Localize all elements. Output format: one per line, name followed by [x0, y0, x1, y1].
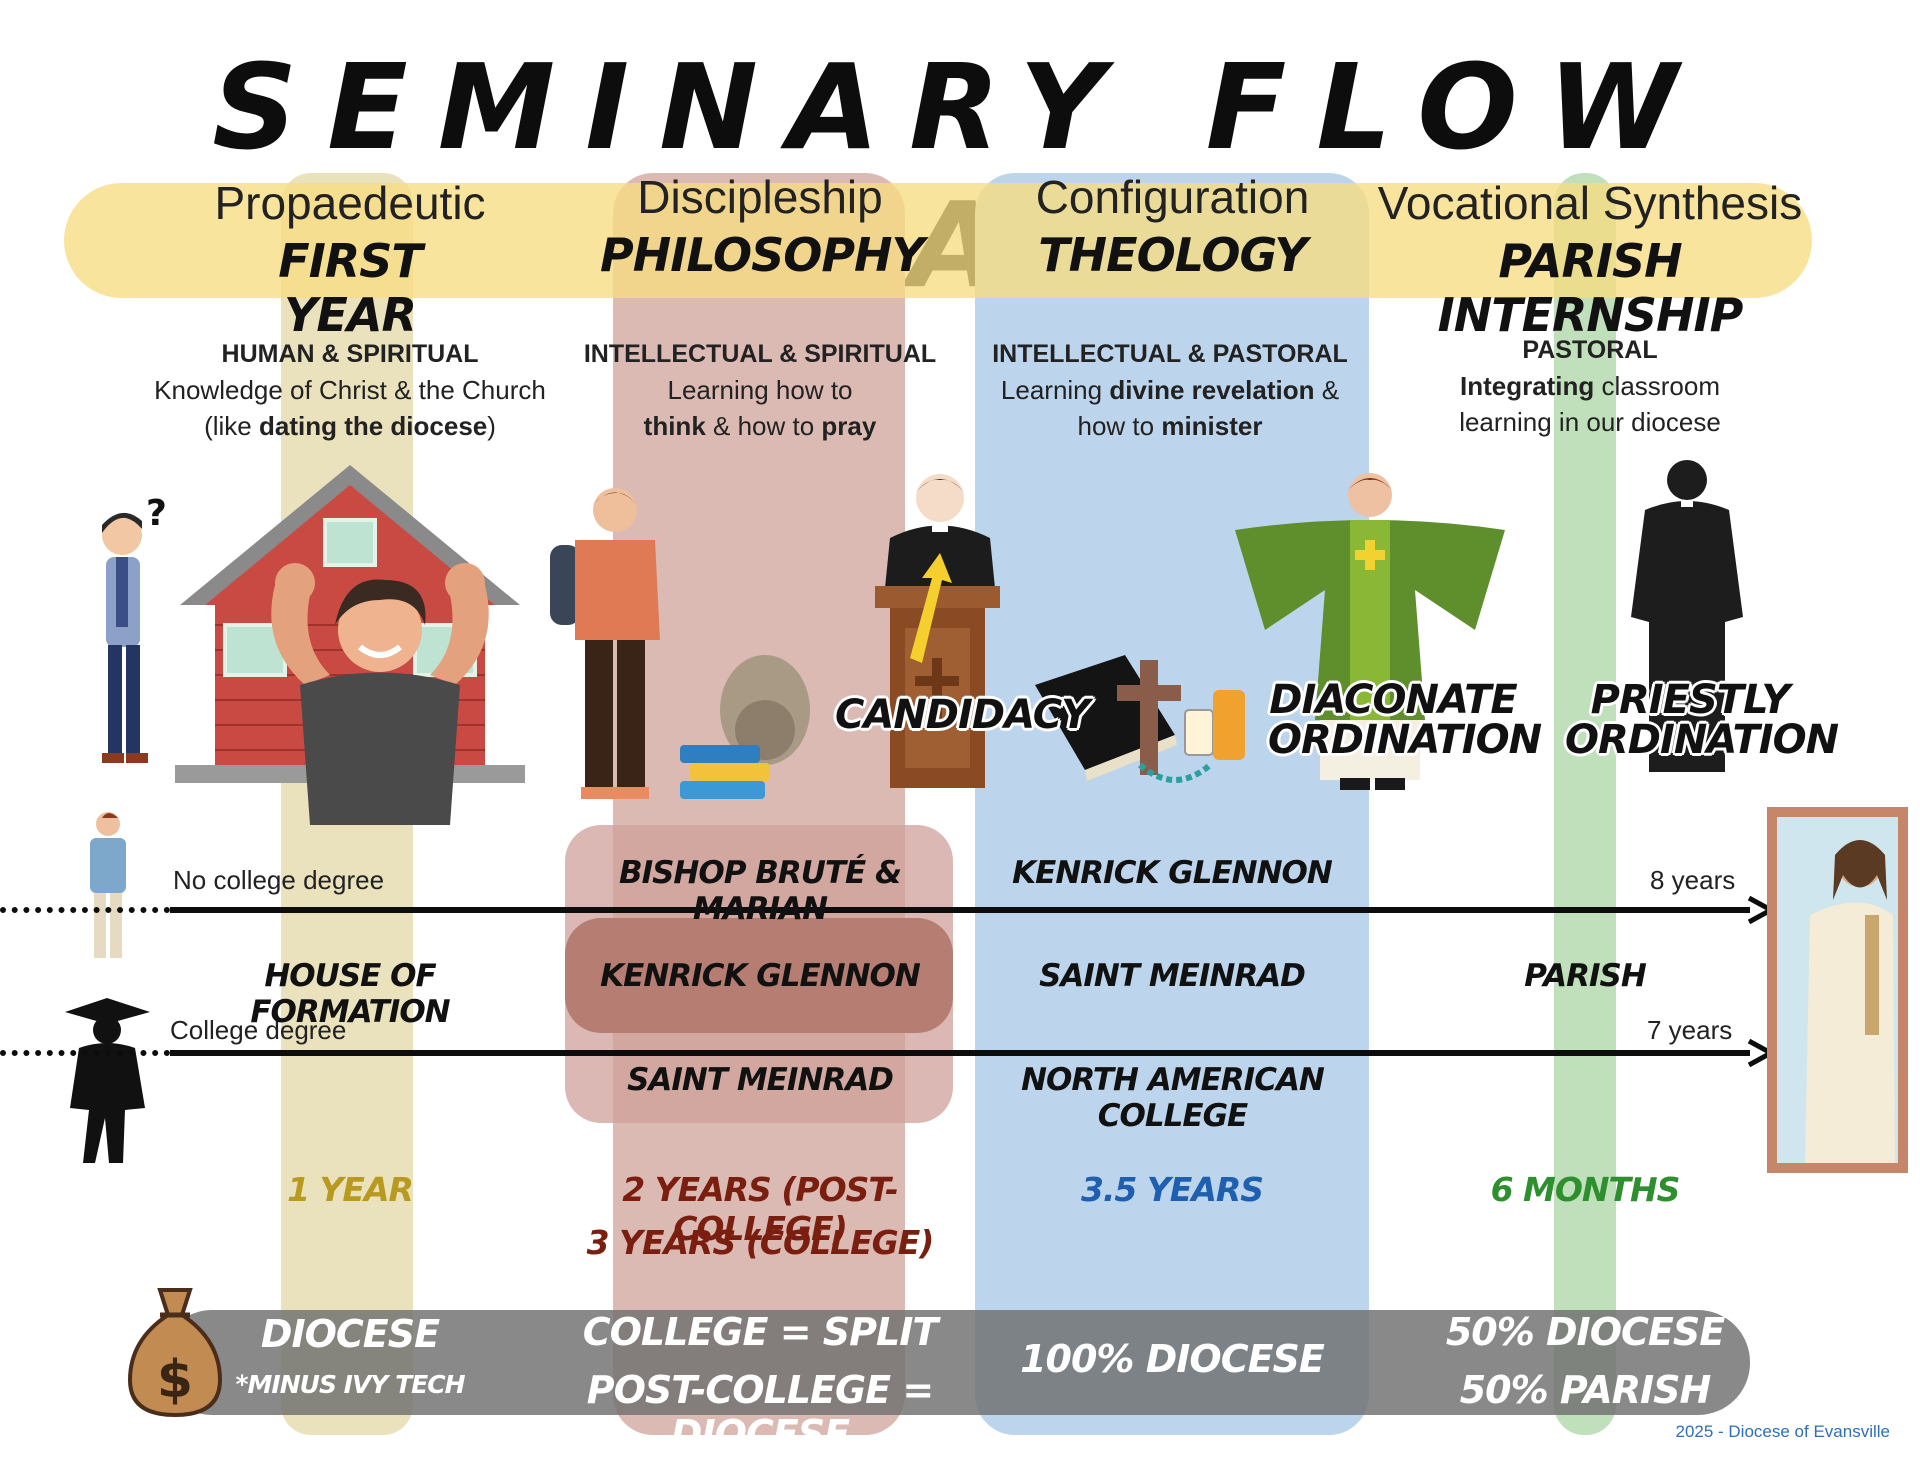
header-configuration: Configuration THEOLOGY	[1000, 170, 1345, 282]
desc-configuration: INTELLECTUAL & PASTORAL Learning divine …	[960, 336, 1380, 444]
no-degree-path-dots	[0, 907, 170, 913]
focus-label: INTELLECTUAL & PASTORAL	[992, 340, 1348, 368]
header-vocational-synthesis: Vocational Synthesis PARISH INTERNSHIP	[1370, 176, 1810, 342]
stage-name: Propaedeutic	[214, 177, 486, 229]
duration-first-year: 1 YEAR	[287, 1170, 414, 1209]
milestone-diaconate: DIACONATE ORDINATION	[1268, 677, 1542, 763]
flexing-man-icon	[271, 563, 489, 825]
milestone-line: ORDINATION	[1268, 717, 1542, 763]
milestone-line: PRIESTLY	[1590, 677, 1791, 723]
school-house-of-formation: HOUSE OF FORMATION	[250, 958, 450, 1030]
svg-text:?: ?	[146, 495, 167, 534]
desc-line: think & how to pray	[643, 411, 877, 441]
desc-line: how to minister	[1077, 411, 1263, 441]
priest-silhouette-icon	[1631, 460, 1743, 772]
philosopher-bust-icon	[680, 655, 810, 799]
philosophy-school-highlight	[565, 918, 953, 1033]
svg-text:$: $	[157, 1350, 193, 1410]
school-saint-meinrad: SAINT MEINRAD	[1039, 958, 1306, 994]
funding-internship-diocese: 50% DIOCESE	[1445, 1310, 1725, 1354]
stage-year: FIRST YEAR	[278, 234, 422, 342]
bible-cross-rosary-icon	[1035, 655, 1245, 783]
student-with-backpack-icon	[550, 488, 660, 799]
degree-path-dots	[0, 1050, 170, 1056]
desc-line: Integrating classroom	[1459, 371, 1721, 401]
school-saint-meinrad: SAINT MEINRAD	[627, 1062, 894, 1098]
school-north-american-college: NORTH AMERICAN COLLEGE	[1021, 1062, 1325, 1134]
funding-theology: 100% DIOCESE	[1020, 1337, 1325, 1381]
duration-internship: 6 MONTHS	[1490, 1170, 1681, 1209]
degree-label: College degree	[170, 1015, 347, 1045]
stage-name: Discipleship	[637, 171, 883, 223]
funding-philosophy-college: COLLEGE = SPLIT	[582, 1310, 939, 1354]
degree-path-arrow	[170, 1050, 1750, 1056]
stage-header-band	[64, 183, 1812, 298]
stage-year: PARISH INTERNSHIP	[1437, 234, 1744, 342]
duration-philosophy-college: 3 YEARS (COLLEGE)	[586, 1223, 935, 1262]
header-propaedeutic: Propaedeutic FIRST YEAR	[205, 176, 495, 342]
stage-name: Vocational Synthesis	[1377, 177, 1803, 229]
desc-line: (like dating the diocese)	[204, 411, 496, 441]
no-degree-path-arrow	[170, 907, 1750, 913]
footer-credit: 2025 - Diocese of Evansville	[1675, 1422, 1890, 1441]
focus-label: INTELLECTUAL & SPIRITUAL	[583, 340, 937, 368]
desc-discipleship: INTELLECTUAL & SPIRITUAL Learning how to…	[560, 336, 960, 444]
desc-line: Learning how to	[667, 375, 853, 405]
no-degree-label: No college degree	[173, 865, 385, 895]
funding-band	[160, 1310, 1750, 1415]
school-kenrick-glennon: KENRICK GLENNON	[1012, 855, 1333, 891]
no-degree-years: 8 years	[1650, 865, 1736, 895]
school-bishop-brute-marian: BISHOP BRUTÉ & MARIAN	[618, 855, 902, 927]
milestone-candidacy: CANDIDACY	[835, 692, 1090, 738]
funding-philosophy-post-college: POST-COLLEGE = DIOCESE	[586, 1368, 934, 1456]
stage-year: THEOLOGY	[1038, 228, 1307, 282]
stage-year: PHILOSOPHY	[600, 228, 925, 282]
funding-first-year: DIOCESE	[260, 1312, 440, 1356]
theology-column	[975, 173, 1369, 1435]
focus-label: HUMAN & SPIRITUAL	[221, 340, 479, 368]
money-bag-icon: $	[127, 1288, 223, 1418]
student-icon	[90, 812, 126, 958]
graduate-icon	[65, 998, 150, 1163]
milestone-line: DIACONATE	[1269, 677, 1517, 723]
desc-line: learning in our diocese	[1459, 407, 1721, 437]
duration-philosophy-post-college: 2 YEARS (POST-COLLEGE)	[622, 1170, 899, 1248]
desc-vocational-synthesis: PASTORAL Integrating classroom learning …	[1420, 332, 1760, 440]
funding-internship-parish: 50% PARISH	[1459, 1368, 1712, 1412]
priest-in-vestments-icon	[1235, 473, 1505, 790]
priest-at-pulpit-icon	[875, 474, 1000, 788]
internship-column	[1554, 173, 1616, 1435]
focus-label: PASTORAL	[1522, 336, 1658, 364]
degree-years: 7 years	[1647, 1015, 1733, 1045]
jesus-mirror-icon	[1767, 807, 1908, 1173]
milestone-priestly: PRIESTLY ORDINATION	[1565, 677, 1839, 763]
header-discipleship: Discipleship PHILOSOPHY	[600, 170, 925, 282]
school-parish: PARISH	[1524, 958, 1647, 994]
duration-theology: 3.5 YEARS	[1080, 1170, 1264, 1209]
funding-first-year-note: *MINUS IVY TECH	[235, 1370, 465, 1399]
stage-name: Configuration	[1035, 171, 1310, 223]
desc-line: Learning divine revelation &	[1000, 375, 1340, 405]
desc-line: Knowledge of Christ & the Church	[154, 375, 546, 405]
school-kenrick-glennon: KENRICK GLENNON	[600, 958, 921, 994]
desc-propaedeutic: HUMAN & SPIRITUAL Knowledge of Christ & …	[120, 336, 580, 444]
thinking-person-icon: ?	[102, 495, 167, 763]
milestone-line: ORDINATION	[1565, 717, 1839, 763]
philosophy-column	[613, 173, 905, 1435]
